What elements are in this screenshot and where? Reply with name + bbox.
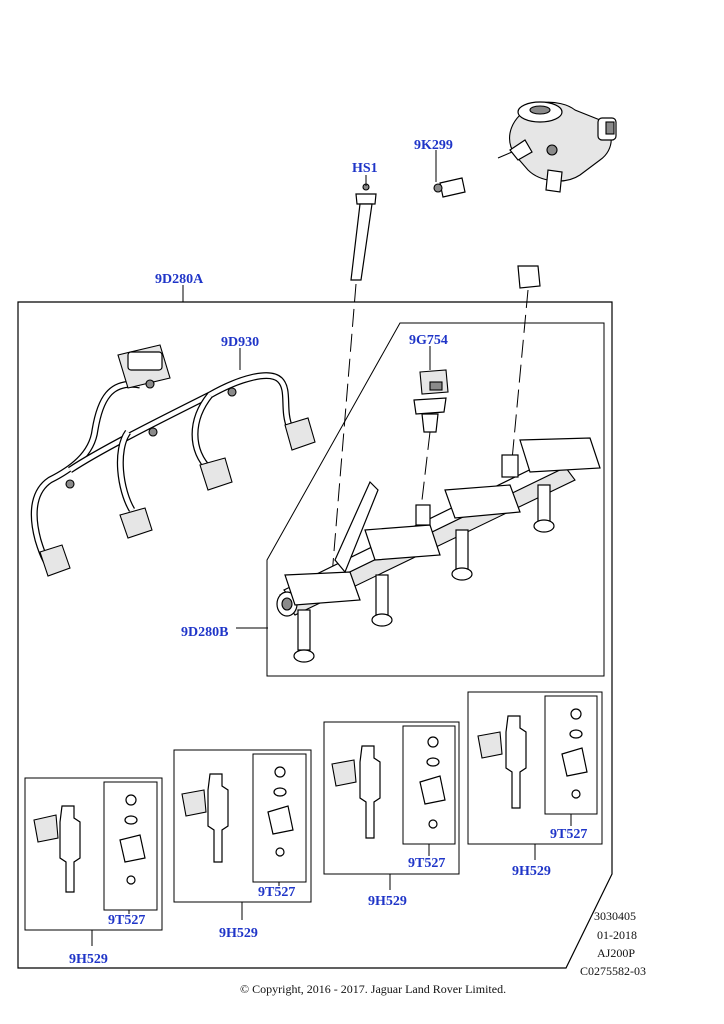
wiring-harness-illustration [30, 344, 316, 577]
diagram-model: AJ200P [597, 946, 635, 960]
fuel-rail-box-outline [266, 322, 605, 677]
label-9d930[interactable]: 9D930 [221, 335, 259, 350]
bolt-illustration [350, 183, 377, 281]
injector-kit-2 [173, 749, 312, 903]
label-9t527-kit2[interactable]: 9T527 [258, 885, 295, 900]
injector-kit-4 [467, 691, 603, 845]
diagram-number: 3030405 [594, 909, 636, 923]
label-9h529-kit4[interactable]: 9H529 [512, 864, 551, 879]
injector-kit-1 [24, 777, 163, 931]
label-9d280b[interactable]: 9D280B [181, 625, 228, 640]
label-9h529-kit1[interactable]: 9H529 [69, 952, 108, 967]
label-9k299[interactable]: 9K299 [414, 138, 453, 153]
injector-kit-3 [323, 721, 460, 875]
label-9h529-kit3[interactable]: 9H529 [368, 894, 407, 909]
label-9t527-kit1[interactable]: 9T527 [108, 913, 145, 928]
label-hs1[interactable]: HS1 [352, 161, 378, 176]
fuel-rail-illustration [276, 437, 601, 663]
label-9d280a[interactable]: 9D280A [155, 272, 204, 287]
diagram-reference: C0275582-03 [580, 964, 646, 978]
label-9g754[interactable]: 9G754 [409, 333, 448, 348]
label-9t527-kit4[interactable]: 9T527 [550, 827, 587, 842]
high-pressure-pump-illustration [497, 101, 617, 193]
label-9t527-kit3[interactable]: 9T527 [408, 856, 445, 871]
kit-9d280a-outline [17, 301, 613, 969]
pressure-sensor-illustration [413, 369, 449, 433]
copyright-notice: © Copyright, 2016 - 2017. Jaguar Land Ro… [240, 982, 506, 996]
diagram-date: 01-2018 [597, 928, 637, 942]
fuel-pipe-illustration [420, 177, 541, 289]
label-9h529-kit2[interactable]: 9H529 [219, 926, 258, 941]
